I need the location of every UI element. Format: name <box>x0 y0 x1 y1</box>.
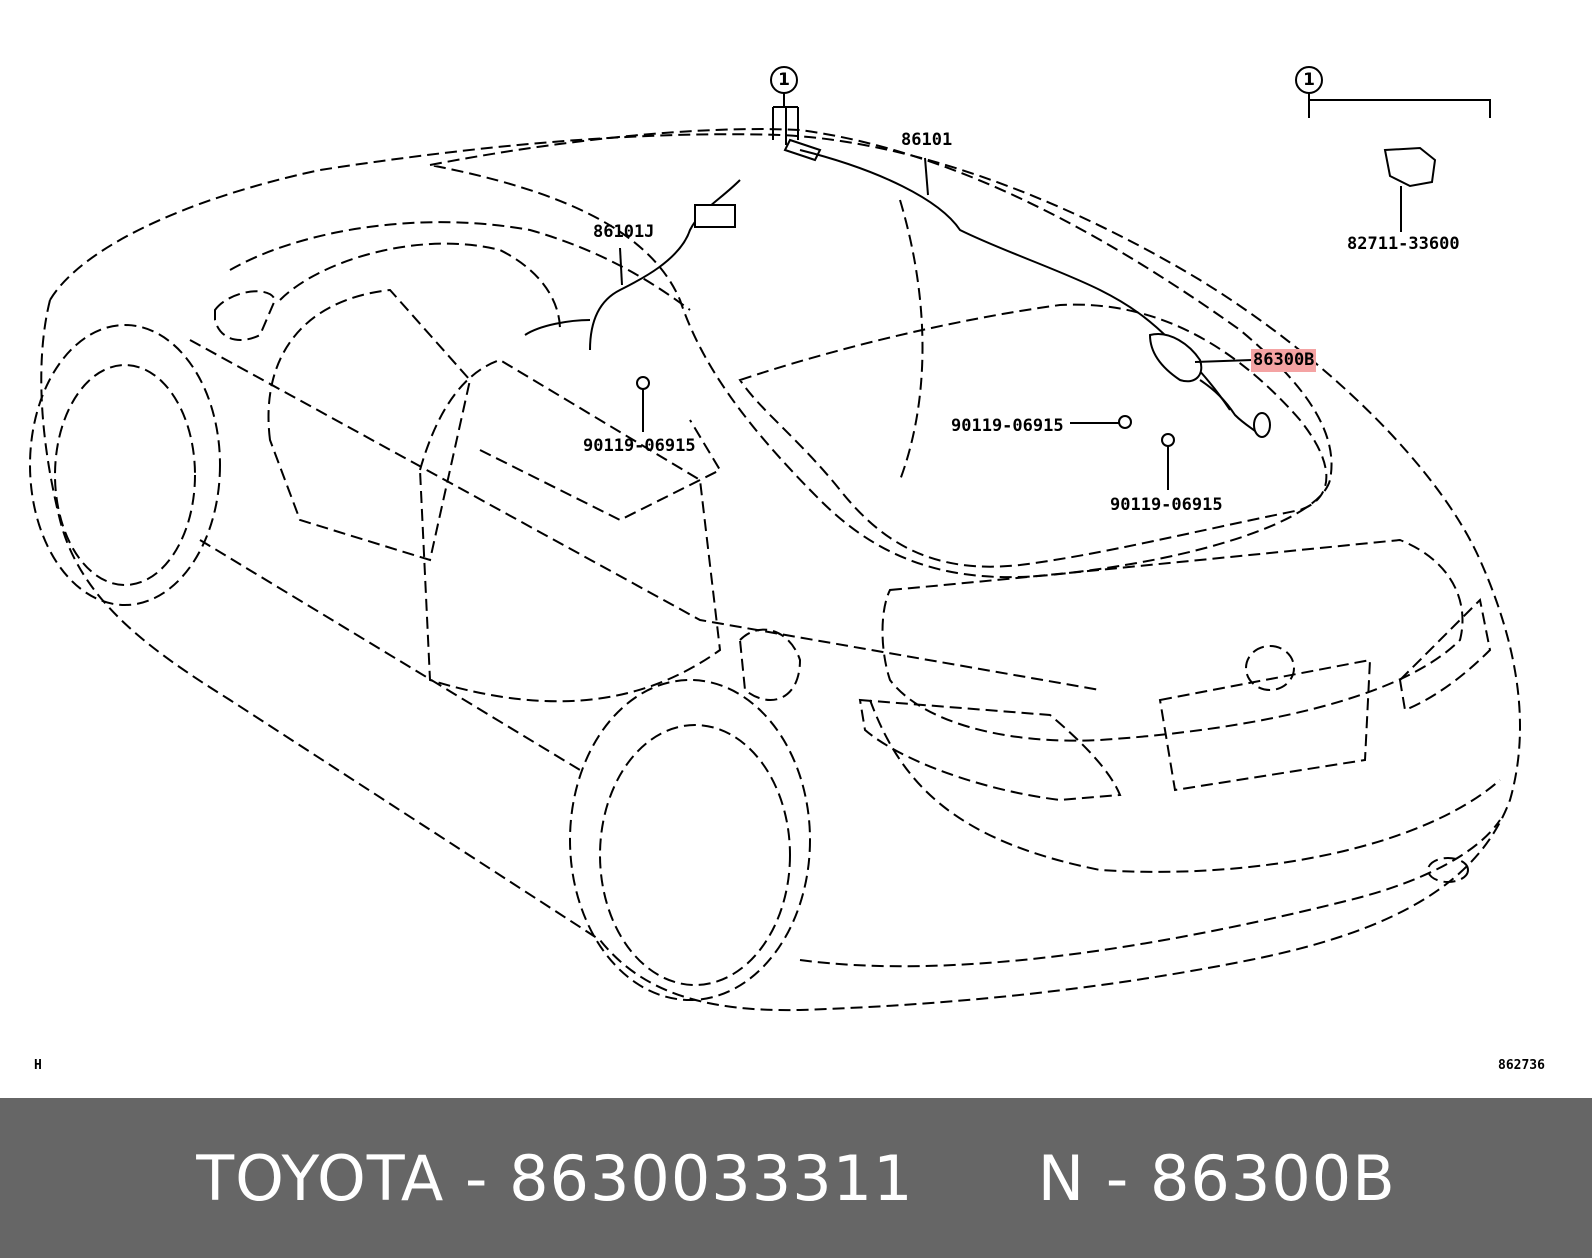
mirror <box>214 290 277 341</box>
leader-86101j <box>619 247 623 286</box>
front-door <box>267 288 472 562</box>
callout-left-bracket <box>772 92 799 145</box>
front-wheel <box>54 364 196 586</box>
side-sill-line <box>199 539 581 771</box>
rear-lamp-right <box>1398 597 1492 712</box>
license-plate <box>1158 658 1372 792</box>
emblem <box>1245 645 1295 691</box>
antenna-86300b <box>1148 333 1203 383</box>
front-wheel-arch <box>29 324 221 606</box>
leader-86101 <box>924 157 929 196</box>
footer-separator-2: - <box>1085 1141 1150 1215</box>
corner-code-right: 862736 <box>1498 1058 1545 1073</box>
footer-ref-code: 86300B <box>1149 1141 1396 1215</box>
seat-area <box>479 419 722 522</box>
leader-86300b <box>1194 359 1253 363</box>
antenna-cable <box>1199 379 1261 436</box>
label-86300b: 86300B <box>1251 349 1317 372</box>
callout-1-left: 1 <box>770 66 798 94</box>
harness-86101j-branch <box>524 319 591 336</box>
callout-1-right: 1 <box>1295 66 1323 94</box>
footer-ref-prefix: N <box>1037 1141 1086 1215</box>
windshield <box>229 221 691 311</box>
footer-bar: TOYOTA - 8630033311 N - 86300B <box>0 1098 1592 1258</box>
roof-line <box>429 128 1333 579</box>
harness-clip <box>694 204 736 228</box>
side-belt-line <box>189 339 1101 691</box>
label-90119-06915-center: 90119-06915 <box>583 436 696 456</box>
c-pillar-line <box>899 199 924 481</box>
harness-86101-connector <box>783 138 822 162</box>
parts-diagram: 1 1 86101 86101J 86300B 82711-33600 9011… <box>29 66 1545 1073</box>
bolt-center <box>636 376 650 390</box>
label-86101: 86101 <box>901 130 953 150</box>
footer-caption: TOYOTA - 8630033311 N - 86300B <box>196 1142 1396 1215</box>
footer-separator-1: - <box>444 1141 510 1215</box>
antenna-connector <box>1253 412 1271 438</box>
callout-right-bracket <box>1308 92 1491 118</box>
bolt-upper-right <box>1118 415 1132 429</box>
trunk-lid <box>881 538 1464 742</box>
rear-window <box>738 303 1328 568</box>
car-body-outline <box>40 133 1521 1012</box>
rear-lower-line <box>799 819 1501 968</box>
clip-82711 <box>1383 146 1437 188</box>
footer-brand: TOYOTA <box>196 1141 445 1215</box>
label-86101j: 86101J <box>593 222 655 242</box>
rear-wheel <box>599 724 791 986</box>
fuel-lid <box>738 628 802 701</box>
exhaust <box>1427 857 1469 883</box>
label-90119-06915-upper: 90119-06915 <box>951 416 1064 436</box>
car-line-drawing <box>29 92 1521 1012</box>
dashboard <box>279 242 561 331</box>
footer-part-number: 8630033311 <box>509 1141 914 1215</box>
rear-bumper <box>869 699 1501 873</box>
bolt-lower-right <box>1161 433 1175 447</box>
rear-wheel-arch <box>569 679 811 1001</box>
rear-lamp-left <box>858 698 1122 802</box>
corner-code-left: H <box>34 1058 42 1073</box>
label-82711-33600: 82711-33600 <box>1347 234 1460 254</box>
rear-door <box>418 358 722 703</box>
label-90119-06915-lower: 90119-06915 <box>1110 495 1223 515</box>
